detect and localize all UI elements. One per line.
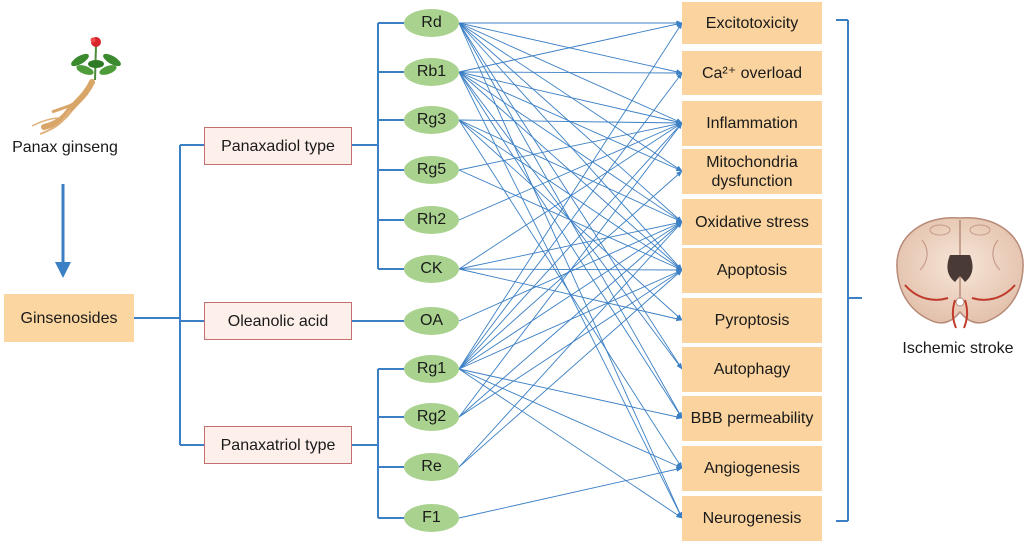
mechanism-excitotoxicity: Excitotoxicity (682, 2, 822, 44)
link-re-apoptosis (458, 269, 683, 468)
mechanism-neurogenesis: Neurogenesis (682, 496, 822, 541)
link-rg2-oxidative (458, 221, 683, 418)
compound-f1: F1 (404, 504, 459, 532)
mechanism-ca-overload: Ca²⁺ overload (682, 51, 822, 95)
compound-rb1: Rb1 (404, 58, 459, 86)
mechanism-pyroptosis: Pyroptosis (682, 298, 822, 343)
link-f1-angiogenesis (458, 466, 683, 519)
link-re-oxidative (458, 221, 683, 468)
link-rg3-oxidative (458, 119, 683, 223)
link-rd-oxidative (458, 22, 683, 223)
compound-ck: CK (404, 255, 459, 283)
compound-rh2: Rh2 (404, 206, 459, 234)
link-rg1-ca (458, 72, 683, 370)
link-rb1-bbb (458, 71, 683, 419)
link-oa-oxidative (458, 221, 683, 322)
link-rg3-apoptosis (458, 119, 683, 271)
ginseng-plant-icon (31, 37, 121, 135)
oleanolic-acid-box: Oleanolic acid (204, 302, 352, 340)
link-rg1-inflammation (458, 122, 683, 370)
link-rd-ca (458, 22, 683, 75)
link-rg1-excitotoxicity (458, 22, 683, 370)
link-rb1-excitotoxicity (458, 21, 683, 73)
panaxatriol-type-box: Panaxatriol type (204, 426, 352, 464)
link-rg5-inflammation (458, 121, 683, 171)
link-rd-inflammation (458, 22, 683, 124)
mechanism-inflammation: Inflammation (682, 101, 822, 146)
link-rg2-inflammation (458, 122, 683, 418)
link-rg1-neurogenesis (458, 368, 683, 519)
link-rg1-bbb (458, 368, 683, 420)
link-rg5-apoptosis (458, 169, 683, 271)
link-rb1-inflammation (458, 71, 683, 125)
mechanism-oxidative-stress: Oxidative stress (682, 199, 822, 245)
compound-re: Re (404, 453, 459, 481)
mechanism-bbb-permeability: BBB permeability (682, 396, 822, 441)
down-arrow-icon (55, 184, 71, 278)
compound-rg1: Rg1 (404, 355, 459, 383)
link-rg1-oxidative (458, 221, 683, 370)
link-rg2-apoptosis (458, 269, 683, 418)
link-rg1-angiogenesis (458, 368, 683, 469)
compound-rg5: Rg5 (404, 156, 459, 184)
compound-rd: Rd (404, 9, 459, 37)
mechanism-autophagy: Autophagy (682, 347, 822, 392)
compound-oa: OA (404, 307, 459, 335)
link-rb1-ca (458, 70, 683, 76)
panaxadiol-type-box: Panaxadiol type (204, 127, 352, 165)
brain-section-icon (896, 216, 1024, 329)
compound-rg3: Rg3 (404, 106, 459, 134)
link-rg3-angiogenesis (458, 119, 683, 469)
mechanism-angiogenesis: Angiogenesis (682, 446, 822, 491)
mechanism-apoptosis: Apoptosis (682, 248, 822, 293)
link-ck-pyroptosis (458, 268, 683, 322)
link-rd-mito (458, 22, 683, 172)
plant-label: Panax ginseng (12, 139, 118, 156)
link-rh2-inflammation (458, 122, 683, 221)
compound-rg2: Rg2 (404, 403, 459, 431)
ginsenosides-box: Ginsenosides (4, 294, 134, 342)
link-rb1-oxidative (458, 71, 683, 223)
mechanism-mitochondria: Mitochondria dysfunction (682, 149, 822, 194)
ischemic-stroke-label: Ischemic stroke (902, 340, 1014, 357)
